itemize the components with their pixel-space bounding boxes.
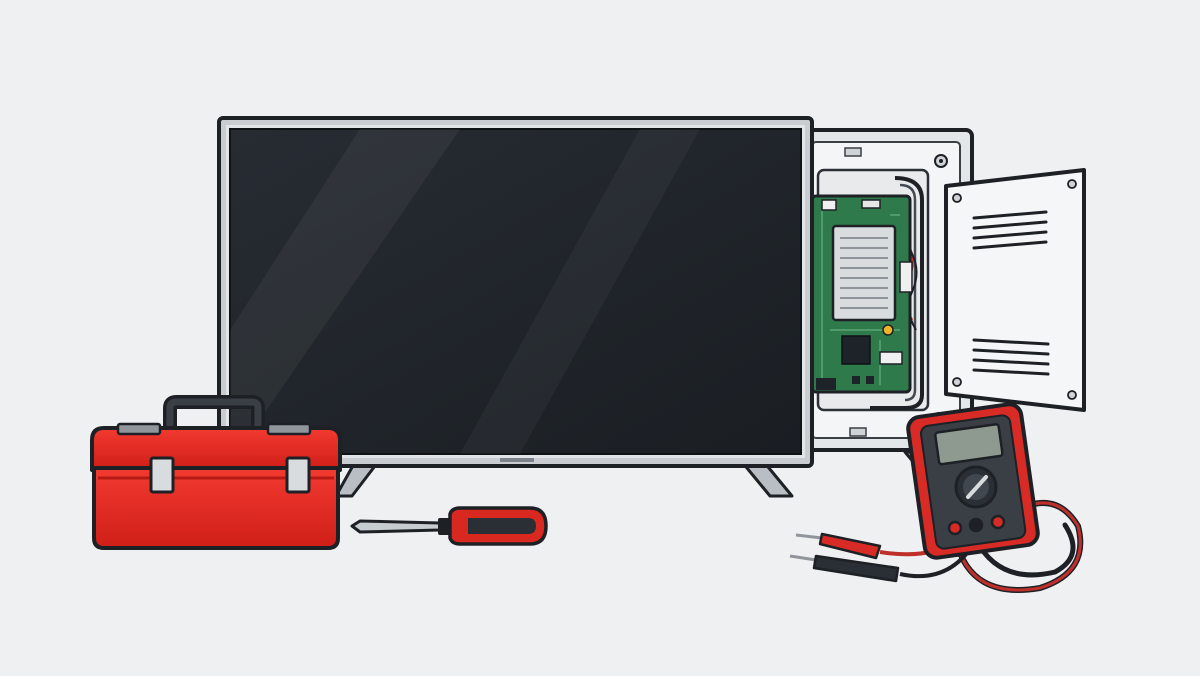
circuit-board — [810, 194, 913, 394]
toolbox — [90, 395, 342, 550]
removed-cover-panel — [944, 168, 1086, 412]
screwdriver — [350, 506, 548, 546]
multimeter — [789, 402, 1084, 593]
television — [217, 116, 814, 498]
